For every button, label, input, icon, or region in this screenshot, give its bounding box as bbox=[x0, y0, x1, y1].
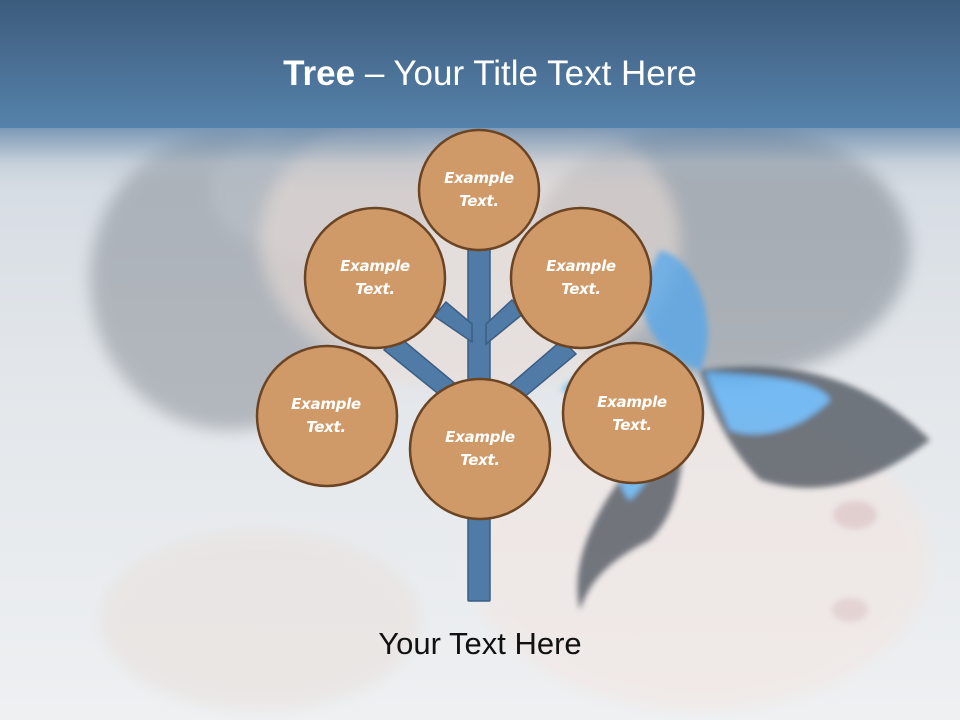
node-label-line1: Example bbox=[291, 395, 361, 413]
node-label-line2: Text. bbox=[459, 192, 499, 210]
node-circle-top[interactable] bbox=[417, 128, 541, 252]
tree-nodes bbox=[255, 128, 705, 521]
node-label-line1: Example bbox=[546, 257, 616, 275]
node-label-line2: Text. bbox=[306, 418, 346, 436]
node-label-center: Example Text. bbox=[420, 426, 540, 472]
node-label-line1: Example bbox=[340, 257, 410, 275]
title-bar bbox=[0, 0, 960, 128]
node-label-line1: Example bbox=[444, 169, 514, 187]
node-circle-upper-right[interactable] bbox=[509, 206, 653, 350]
branch-upper-left bbox=[432, 300, 473, 344]
node-label-line1: Example bbox=[445, 428, 515, 446]
slide-title-rest: – Your Title Text Here bbox=[355, 54, 697, 93]
slide-title-bold: Tree bbox=[283, 54, 356, 93]
node-circle-center[interactable] bbox=[408, 377, 552, 521]
node-label-line2: Text. bbox=[561, 280, 601, 298]
node-circle-middle-left[interactable] bbox=[255, 344, 399, 488]
node-label-line1: Example bbox=[597, 393, 667, 411]
node-label-line2: Text. bbox=[355, 280, 395, 298]
node-label-line2: Text. bbox=[612, 416, 652, 434]
slide-title: Tree – Your Title Text Here bbox=[0, 52, 960, 96]
node-circle-upper-left[interactable] bbox=[303, 206, 447, 350]
footer-caption: Your Text Here bbox=[378, 626, 582, 661]
node-circle-middle-right[interactable] bbox=[561, 341, 705, 485]
node-label-line2: Text. bbox=[460, 451, 500, 469]
node-label-middle-left: Example Text. bbox=[266, 393, 386, 439]
node-label-middle-right: Example Text. bbox=[572, 391, 692, 437]
node-label-top: Example Text. bbox=[419, 167, 539, 213]
node-label-upper-right: Example Text. bbox=[521, 255, 641, 301]
node-label-upper-left: Example Text. bbox=[315, 255, 435, 301]
